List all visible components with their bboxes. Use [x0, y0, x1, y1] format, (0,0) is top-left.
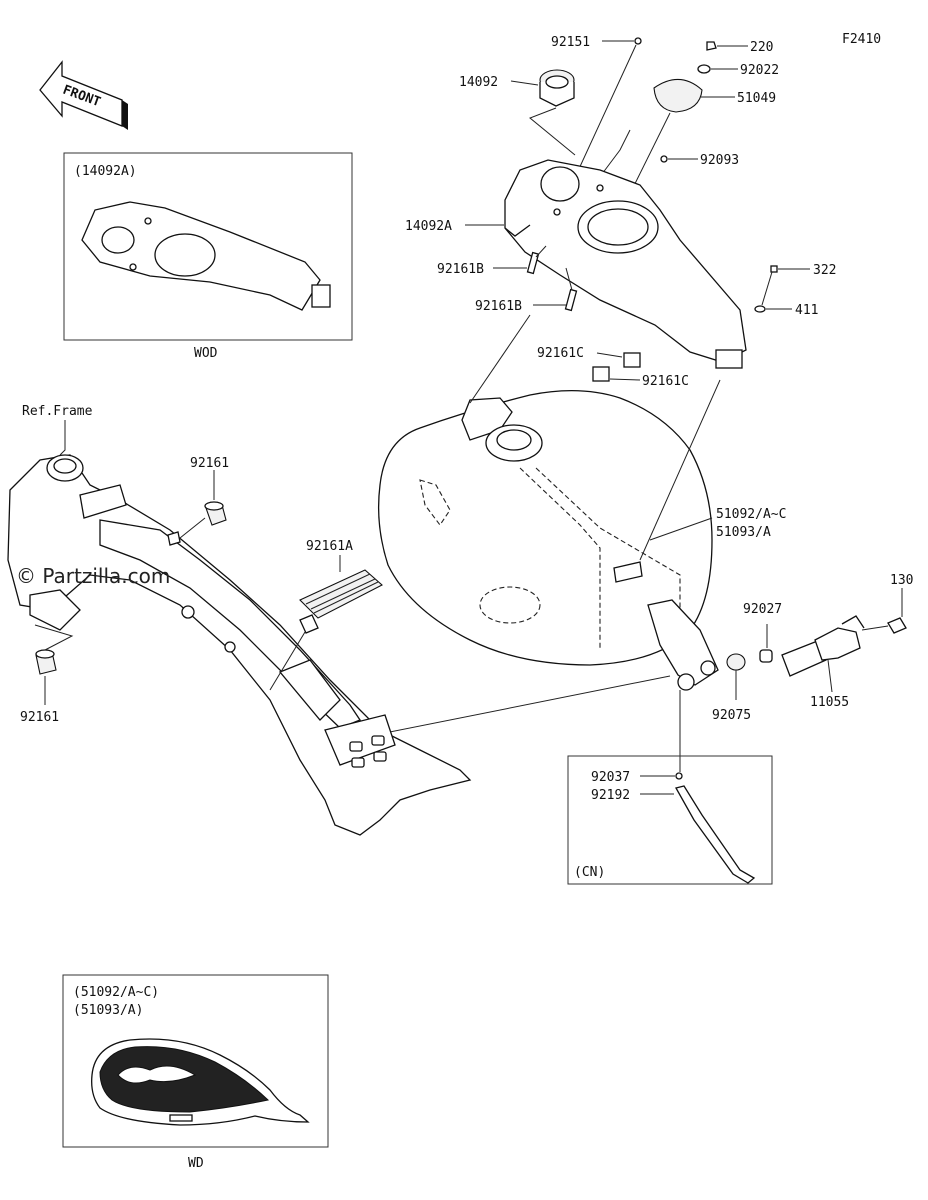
- label-11055: 11055: [810, 695, 849, 710]
- label-130: 130: [890, 573, 913, 588]
- label-92075: 92075: [712, 708, 751, 723]
- label-322: 322: [813, 263, 836, 278]
- inset-cn-title: (CN): [574, 865, 605, 880]
- label-14092: 14092: [459, 75, 498, 90]
- label-92161B-2: 92161B: [475, 299, 522, 314]
- label-51093: 51093/A: [716, 525, 771, 540]
- label-51092: 51092/A~C: [716, 507, 786, 522]
- inset-cn: 92037 92192 (CN): [567, 755, 773, 885]
- label-92151: 92151: [551, 35, 590, 50]
- fuel-level-sensor: [781, 615, 865, 677]
- label-411: 411: [795, 303, 818, 318]
- label-92037: 92037: [591, 770, 630, 785]
- inset-wd-title-2: (51093/A): [73, 1003, 143, 1018]
- label-92022: 92022: [740, 63, 779, 78]
- diagram-code: F2410: [842, 32, 881, 47]
- label-92161B-1: 92161B: [437, 262, 484, 277]
- inset-wd-caption: WD: [188, 1156, 204, 1171]
- motorcycle-frame: [7, 454, 472, 836]
- watermark: © Partzilla.com: [16, 564, 170, 588]
- label-92192: 92192: [591, 788, 630, 803]
- label-92161A: 92161A: [306, 539, 353, 554]
- label-14092A: 14092A: [405, 219, 452, 234]
- inset-wod-caption: WOD: [194, 346, 218, 361]
- pad-92161A: [299, 569, 383, 634]
- label-92027: 92027: [743, 602, 782, 617]
- label-92161C-2: 92161C: [642, 374, 689, 389]
- inset-wod-title: (14092A): [74, 164, 137, 179]
- inset-wd-title-1: (51092/A~C): [73, 985, 159, 1000]
- fuel-cap: [539, 69, 575, 107]
- inset-wod: (14092A) WOD: [63, 152, 353, 361]
- label-92093: 92093: [700, 153, 739, 168]
- fuel-tank: [377, 390, 719, 691]
- label-92161-top: 92161: [190, 456, 229, 471]
- ref-frame-label: Ref.Frame: [22, 404, 93, 419]
- label-51049: 51049: [737, 91, 776, 106]
- label-92161C-1: 92161C: [537, 346, 584, 361]
- front-arrow-icon: FRONT: [39, 60, 128, 130]
- damper-92161-top: [204, 501, 227, 526]
- label-92161-bottom: 92161: [20, 710, 59, 725]
- label-220: 220: [750, 40, 773, 55]
- inset-wd: (51092/A~C) (51093/A) WD: [62, 974, 329, 1171]
- tank-cover: [504, 159, 747, 369]
